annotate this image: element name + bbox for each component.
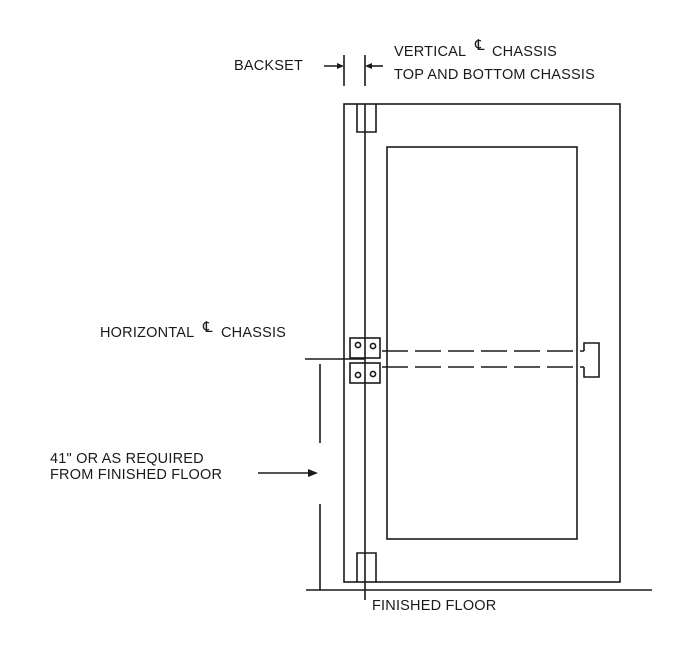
backset-arrow-right [365,63,372,69]
latch-bracket [583,342,600,378]
screw-icon [354,371,362,379]
vertical-chassis-label: VERTICAL [394,44,467,60]
horizontal-chassis-label: HORIZONTAL [100,325,195,341]
screw-icon [369,342,377,350]
centerline-symbol: ℄ [203,318,213,336]
lock-plate-lower [349,362,381,384]
horizontal-chassis-label-suffix: CHASSIS [221,325,287,341]
screw-icon [369,370,377,378]
bottom-chassis [356,552,377,582]
door-outline [343,103,621,583]
backset-arrow-left [337,63,344,69]
screw-icon [354,341,362,349]
finished-floor-label: FINISHED FLOOR [372,598,497,614]
height-leader-arrow [308,469,318,477]
backset-label: BACKSET [234,58,304,74]
vision-panel [386,146,578,540]
mounting-height-label-line2: FROM FINISHED FLOOR [50,467,223,483]
centerline-symbol: ℄ [475,36,485,54]
top-bottom-chassis-label: TOP AND BOTTOM CHASSIS [394,67,595,83]
top-chassis [356,104,377,133]
vertical-chassis-label-suffix: CHASSIS [492,44,558,60]
mounting-height-label-line1: 41" OR AS REQUIRED [50,451,204,467]
lock-plate-upper [349,337,381,359]
